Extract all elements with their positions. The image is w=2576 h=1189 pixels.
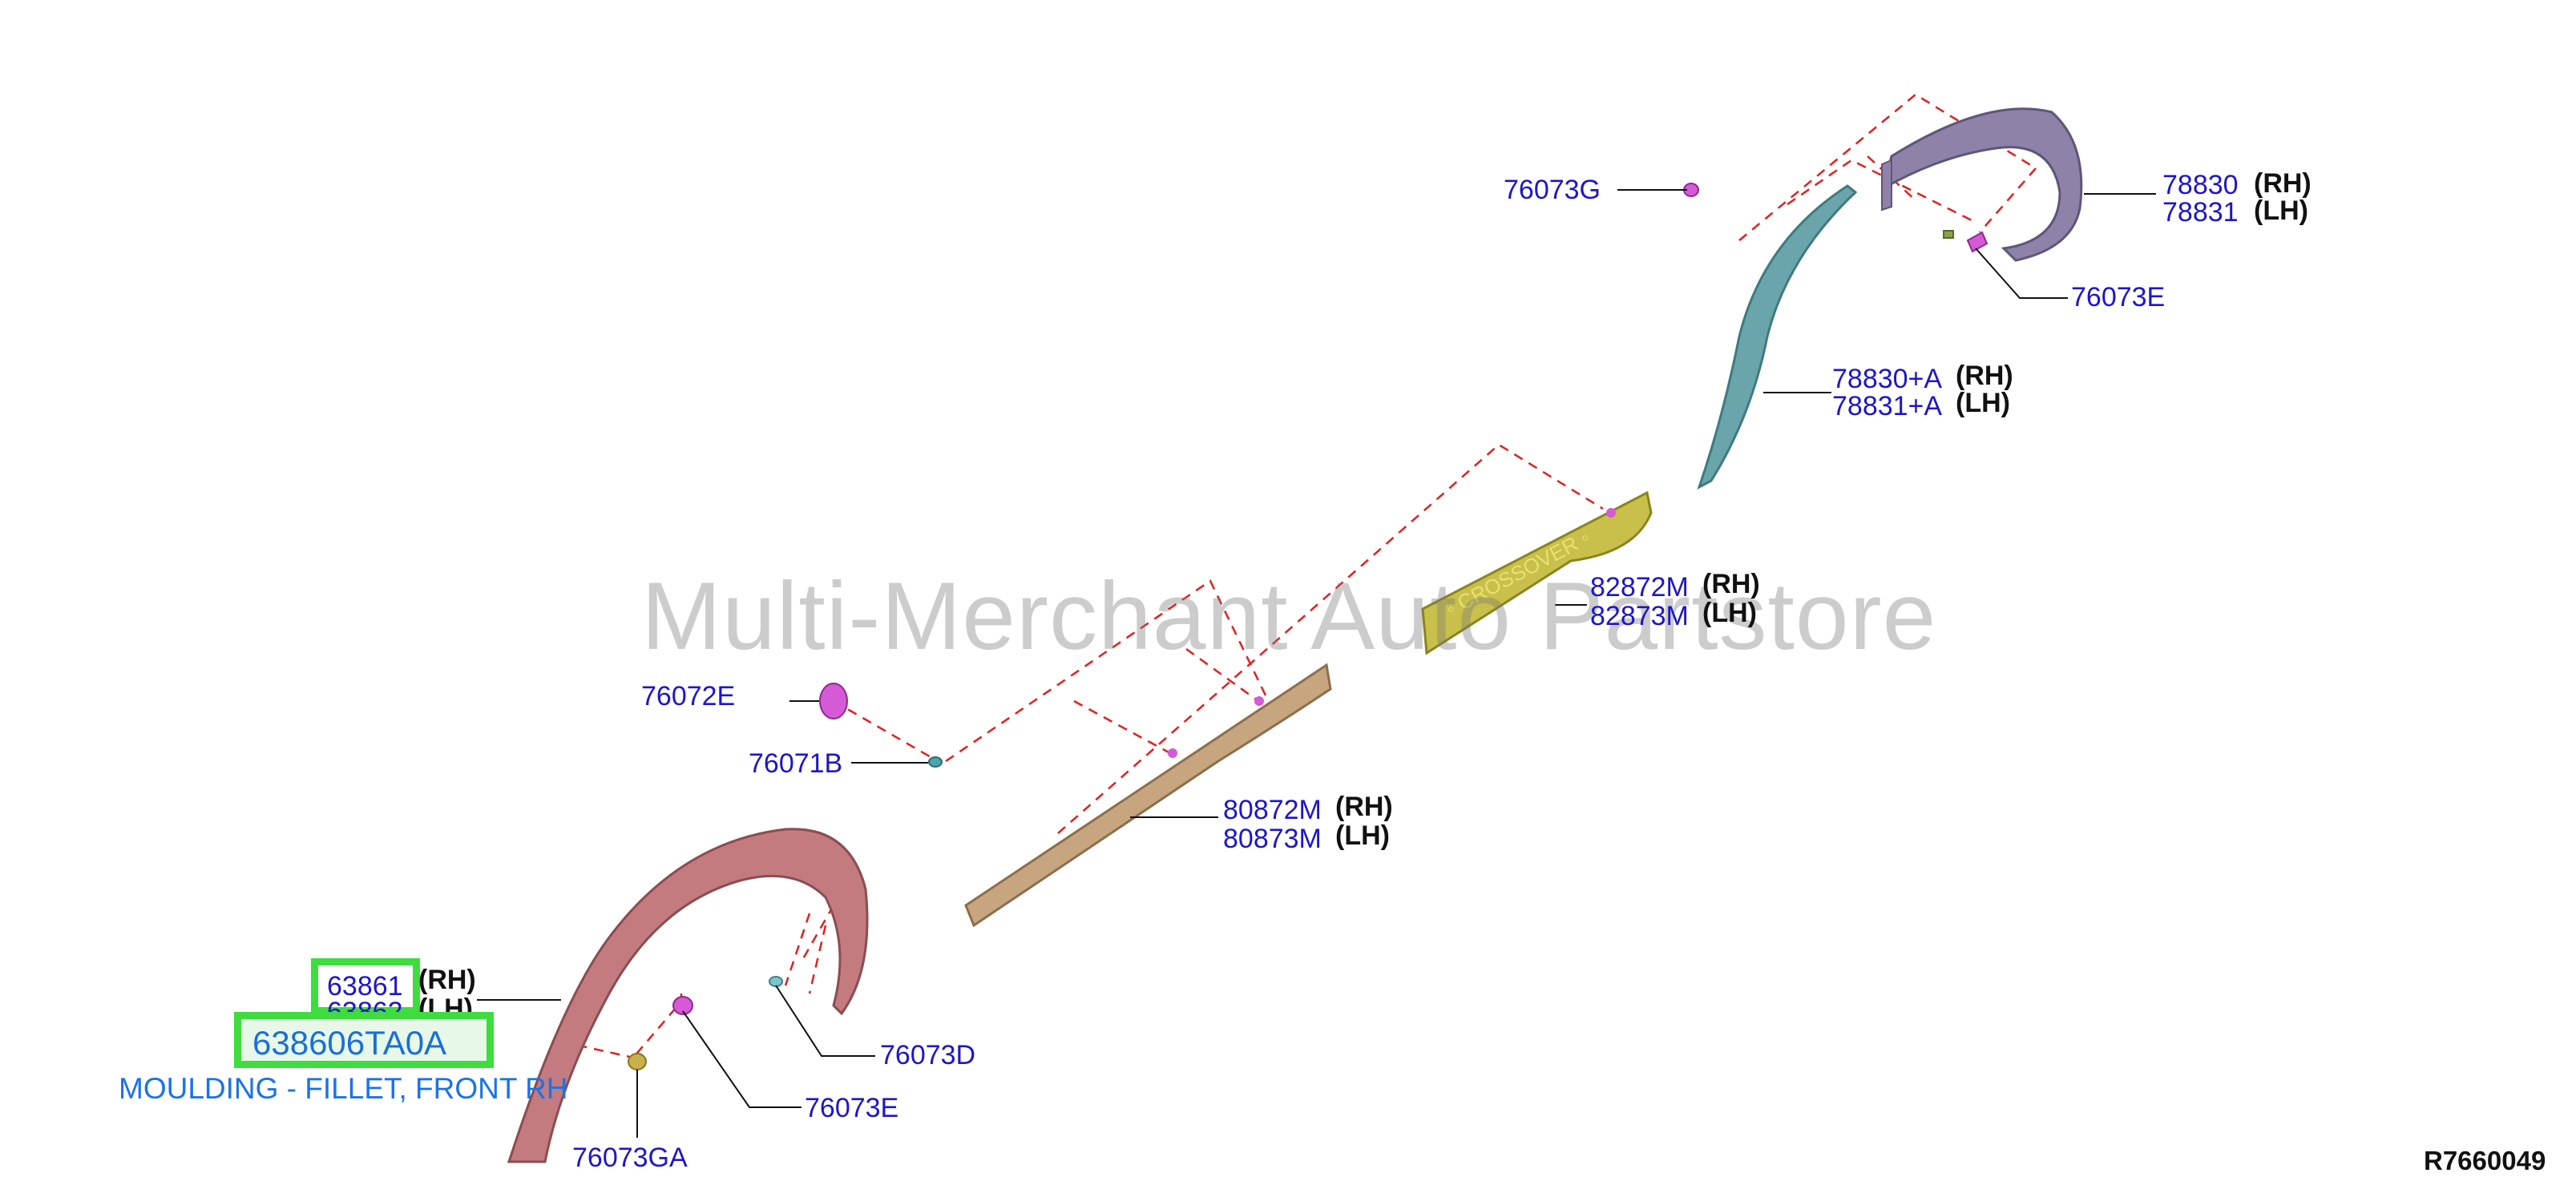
callout-80872M-side: (RH) bbox=[1335, 792, 1393, 822]
clip-76073E-top bbox=[1966, 231, 1989, 253]
clip-76072E bbox=[819, 683, 848, 719]
front-wheel-arch[interactable] bbox=[507, 828, 869, 1163]
rear-arch-piece bbox=[1881, 159, 1892, 212]
callout-76073G[interactable]: 76073G bbox=[1504, 175, 1601, 205]
side-panel-badge-moulding[interactable] bbox=[1421, 490, 1653, 655]
callout-82872M[interactable]: 82872M bbox=[1590, 572, 1689, 603]
clip-76073GA bbox=[628, 1053, 647, 1070]
selected-callout-highlight bbox=[311, 958, 420, 1014]
callout-78830A[interactable]: 78830+A bbox=[1832, 364, 1943, 394]
callout-78830-side: (RH) bbox=[2254, 168, 2312, 199]
callout-leaders bbox=[477, 189, 2156, 1138]
side-sill-moulding[interactable] bbox=[964, 663, 1332, 928]
rear-arch-extension[interactable] bbox=[1697, 184, 1858, 490]
callout-80873M-side: (LH) bbox=[1335, 820, 1390, 851]
callout-78830[interactable]: 78830 bbox=[2162, 170, 2239, 200]
callout-76073E-bottom[interactable]: 76073E bbox=[805, 1093, 899, 1123]
selected-part-code-box[interactable]: 638606TA0A bbox=[234, 1012, 494, 1068]
clip-76073D bbox=[769, 976, 783, 987]
callout-80873M[interactable]: 80873M bbox=[1223, 824, 1322, 854]
callout-76073GA[interactable]: 76073GA bbox=[572, 1143, 688, 1173]
diagram-reference: R7660049 bbox=[2424, 1146, 2546, 1175]
selected-part-code: 638606TA0A bbox=[252, 1024, 447, 1062]
callout-78831A[interactable]: 78831+A bbox=[1832, 391, 1943, 421]
watermark: Multi-Merchant Auto Partstore bbox=[641, 562, 1937, 670]
callout-80872M[interactable]: 80872M bbox=[1223, 795, 1322, 825]
callout-82873M-side: (LH) bbox=[1702, 598, 1757, 628]
callout-78831A-side: (LH) bbox=[1956, 388, 2010, 418]
callout-78830A-side: (RH) bbox=[1956, 361, 2013, 391]
callout-63861-side: (RH) bbox=[418, 965, 476, 995]
callout-63861[interactable]: 63861 bbox=[327, 971, 403, 1002]
callout-82873M[interactable]: 82873M bbox=[1590, 601, 1689, 631]
callout-78831-side: (LH) bbox=[2254, 195, 2308, 226]
callout-76072E[interactable]: 76072E bbox=[641, 681, 736, 711]
rear-wheel-arch[interactable] bbox=[1881, 107, 2083, 262]
selected-part-description: MOULDING - FILLET, FRONT RH bbox=[119, 1072, 568, 1105]
callout-76073D[interactable]: 76073D bbox=[880, 1040, 976, 1070]
clip-small-top bbox=[1943, 230, 1954, 239]
callout-76073E-top[interactable]: 76073E bbox=[2071, 282, 2166, 312]
callout-78831[interactable]: 78831 bbox=[2162, 197, 2239, 228]
callout-76071B[interactable]: 76071B bbox=[749, 748, 843, 779]
callout-82872M-side: (RH) bbox=[1702, 569, 1760, 599]
clip-76071B bbox=[928, 756, 943, 768]
clip-76073E-bottom bbox=[672, 996, 693, 1015]
fastener-clips bbox=[628, 183, 1989, 1070]
